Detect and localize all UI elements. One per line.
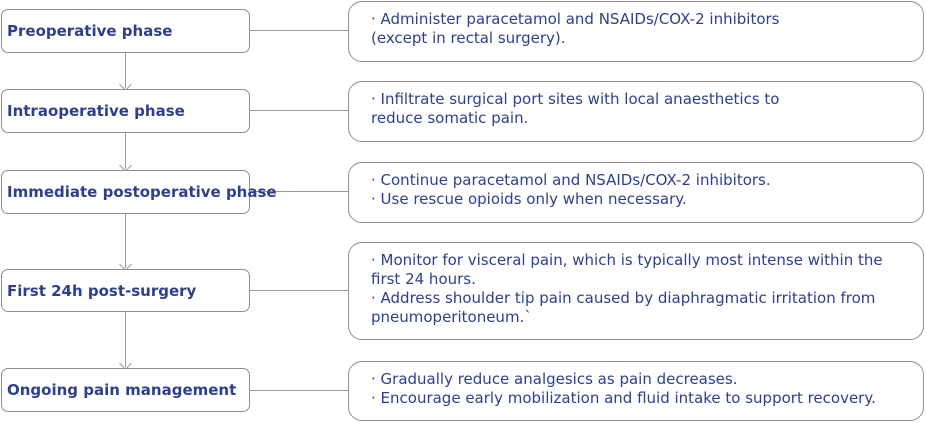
- note-line: pneumoperitoneum.`: [371, 308, 532, 326]
- note-line: (except in rectal surgery).: [371, 29, 566, 47]
- note-line: · Encourage early mobilization and fluid…: [371, 389, 876, 407]
- note-line: · Administer paracetamol and NSAIDs/COX-…: [371, 10, 780, 28]
- note-line: · Monitor for visceral pain, which is ty…: [371, 251, 883, 269]
- note-box-preoperative: · Administer paracetamol and NSAIDs/COX-…: [348, 1, 924, 62]
- note-line: · Gradually reduce analgesics as pain de…: [371, 370, 738, 388]
- phase-label: First 24h post-surgery: [7, 281, 197, 300]
- note-line: · Use rescue opioids only when necessary…: [371, 190, 687, 208]
- note-box-ongoing: · Gradually reduce analgesics as pain de…: [348, 361, 924, 421]
- note-box-immediate-postoperative: · Continue paracetamol and NSAIDs/COX-2 …: [348, 162, 924, 223]
- note-line: first 24 hours.: [371, 270, 476, 288]
- note-line: reduce somatic pain.: [371, 109, 529, 127]
- phase-box-first-24h: First 24h post-surgery: [1, 269, 250, 312]
- note-line: · Address shoulder tip pain caused by di…: [371, 289, 876, 307]
- link-4: [250, 290, 348, 291]
- connector-1-2: [125, 53, 126, 88]
- link-3: [250, 191, 348, 192]
- phase-box-intraoperative: Intraoperative phase: [1, 89, 250, 133]
- link-5: [250, 390, 348, 391]
- note-box-first-24h: · Monitor for visceral pain, which is ty…: [348, 242, 924, 340]
- phase-label: Intraoperative phase: [7, 102, 185, 120]
- phase-label: Preoperative phase: [7, 22, 173, 40]
- connector-3-4: [125, 214, 126, 268]
- phase-label: Immediate postoperative phase: [7, 183, 277, 201]
- connector-4-5: [125, 312, 126, 367]
- link-2: [250, 110, 348, 111]
- phase-label: Ongoing pain management: [7, 381, 237, 399]
- connector-2-3: [125, 133, 126, 169]
- phase-box-ongoing: Ongoing pain management: [1, 368, 250, 412]
- note-box-intraoperative: · Infiltrate surgical port sites with lo…: [348, 81, 924, 142]
- link-1: [250, 30, 348, 31]
- phase-box-immediate-postoperative: Immediate postoperative phase: [1, 170, 277, 214]
- note-line: · Continue paracetamol and NSAIDs/COX-2 …: [371, 171, 771, 189]
- note-line: · Infiltrate surgical port sites with lo…: [371, 90, 780, 108]
- phase-box-preoperative: Preoperative phase: [1, 9, 250, 53]
